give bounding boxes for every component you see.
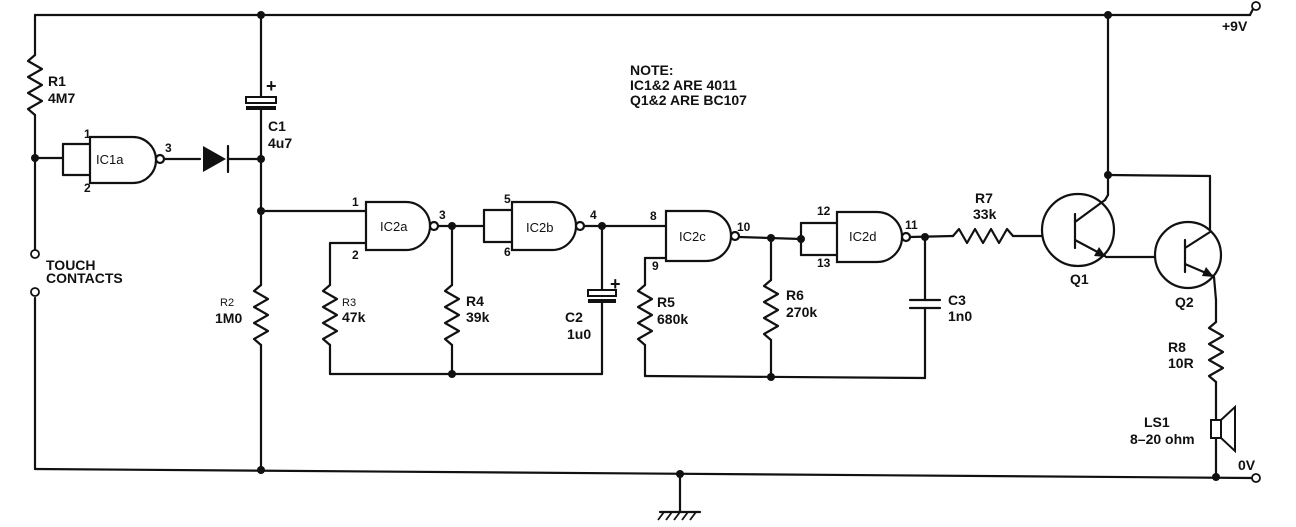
- ic2c-name: IC2c: [679, 229, 706, 244]
- touch-contact-top[interactable]: [30, 249, 40, 259]
- c2-value: 1u0: [567, 326, 591, 342]
- capacitor-c3: [908, 235, 942, 380]
- capacitor-c2: [587, 224, 617, 376]
- touch-contact-bottom[interactable]: [30, 287, 40, 297]
- ic2d-pin-b: 13: [817, 256, 831, 270]
- positive-rail: [33, 1, 1261, 17]
- ground-terminal: [1251, 473, 1261, 483]
- ic2d-name: IC2d: [849, 229, 876, 244]
- r7-value: 33k: [973, 206, 997, 222]
- transistor-q1: [1040, 192, 1116, 268]
- ic2d-pin-a: 12: [817, 204, 831, 218]
- resistor-r6: [762, 236, 780, 379]
- r6-ref: R6: [786, 287, 804, 303]
- r4-value: 39k: [466, 309, 490, 325]
- ic2b-pin-a: 5: [504, 192, 511, 206]
- c1-value: 4u7: [268, 135, 292, 151]
- resistor-r3: [321, 241, 339, 376]
- ls1-ref: LS1: [1144, 414, 1170, 430]
- ic2c-pin-out: 10: [737, 220, 751, 234]
- ic2b-name: IC2b: [526, 220, 553, 235]
- ic2a-pin-b: 2: [352, 248, 359, 262]
- gate-ic2d: [799, 210, 955, 264]
- r6-value: 270k: [786, 304, 817, 320]
- r3-value: 47k: [342, 309, 366, 325]
- c2-ref: C2: [565, 309, 583, 325]
- ground-symbol: [657, 503, 702, 521]
- resistor-r2: [252, 283, 270, 472]
- ic2b-pin-out: 4: [590, 208, 597, 222]
- touch-label-2: CONTACTS: [46, 270, 123, 286]
- ic2a-pin-out: 3: [439, 208, 446, 222]
- r2-ref: R2: [220, 297, 234, 309]
- positive-terminal: [1251, 1, 1261, 11]
- c1-ref: C1: [268, 118, 286, 134]
- r1-value: 4M7: [48, 90, 75, 106]
- r5-ref: R5: [657, 294, 675, 310]
- resistor-r1: [26, 13, 44, 252]
- ic1a-pin-a: 1: [84, 127, 91, 141]
- gate-ic2a: [259, 200, 486, 252]
- loudspeaker-ls1: [1210, 404, 1236, 479]
- r4-ref: R4: [466, 293, 484, 309]
- r1-ref: R1: [48, 73, 66, 89]
- note-heading: NOTE:: [630, 62, 674, 78]
- r2-value: 1M0: [215, 310, 242, 326]
- ic2c-pin-a: 8: [650, 209, 657, 223]
- resistor-r4: [443, 224, 461, 376]
- ground-rail: [33, 296, 1261, 521]
- ic1a-pin-b: 2: [84, 181, 91, 195]
- gate-ic2b: [482, 200, 670, 252]
- resistor-r8: [1207, 298, 1225, 422]
- ic2a-pin-a: 1: [352, 195, 359, 209]
- ic2c-pin-b: 9: [652, 259, 659, 273]
- gate-ic1a: [33, 135, 202, 185]
- diode: [203, 144, 263, 174]
- ic1a-name: IC1a: [96, 152, 124, 167]
- c2-polarity: +: [610, 274, 621, 294]
- touch-label-1: TOUCH: [46, 257, 96, 273]
- r7-ref: R7: [975, 190, 993, 206]
- ic2a-name: IC2a: [380, 219, 408, 234]
- transistor-q2: [1153, 220, 1223, 302]
- c3-ref: C3: [948, 292, 966, 308]
- resistor-r5: [636, 256, 654, 378]
- r8-ref: R8: [1168, 339, 1186, 355]
- q2-ref: Q2: [1175, 294, 1194, 310]
- ic2b-pin-b: 6: [504, 245, 511, 259]
- ls1-value: 8–20 ohm: [1130, 431, 1195, 447]
- r5-value: 680k: [657, 311, 688, 327]
- supply-ground-label: 0V: [1238, 457, 1256, 473]
- q1-ref: Q1: [1070, 271, 1089, 287]
- r8-value: 10R: [1168, 355, 1194, 371]
- c1-polarity: +: [266, 76, 277, 96]
- ic1a-pin-out: 3: [165, 141, 172, 155]
- note-line-1: IC1&2 ARE 4011: [630, 77, 737, 93]
- supply-positive-label: +9V: [1222, 18, 1248, 34]
- c3-value: 1n0: [948, 308, 972, 324]
- capacitor-c1: [245, 13, 277, 287]
- gate-ic2c: [643, 209, 803, 263]
- ic2d-pin-out: 11: [905, 218, 918, 232]
- note-line-2: Q1&2 ARE BC107: [630, 92, 747, 108]
- r3-ref: R3: [342, 297, 356, 309]
